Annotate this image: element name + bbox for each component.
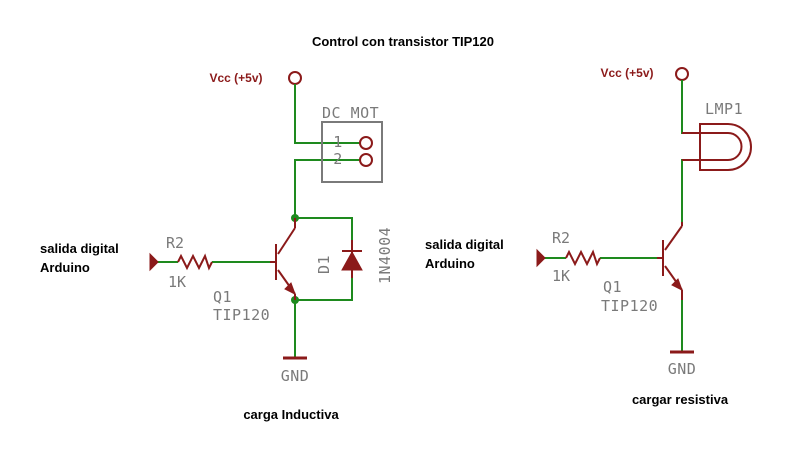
left-resistor-name: R2 [166,234,184,252]
left-ground-label: GND [281,367,310,385]
motor-name-label: DC_MOT [322,104,379,122]
left-input-label-line1: salida digital [40,241,119,256]
left-wire-vcc-to-motor [294,84,360,144]
motor-pin1-terminal [359,136,373,150]
right-input-label-line1: salida digital [425,237,504,252]
right-ground-label: GND [668,360,697,378]
right-circuit: Vcc (+5v) LMP1 salida digital Arduino R2… [425,66,752,407]
right-wire-vcc-to-lamp [681,80,700,134]
motor-pin1-label: 1 [333,133,343,151]
left-circuit: Vcc (+5v) DC_MOT 1 2 D1 1N4004 salida di… [40,71,394,422]
right-input-label-line2: Arduino [425,256,475,271]
right-vcc-label: Vcc (+5v) [600,66,653,80]
right-resistor-symbol [565,249,601,267]
right-input-arrow-icon [536,248,546,268]
right-circuit-caption: cargar resistiva [632,392,729,407]
left-resistor-value: 1K [168,273,186,291]
motor-pin2-label: 2 [333,150,343,168]
right-resistor-name: R2 [552,229,570,247]
left-transistor-name: Q1 [213,288,232,306]
lamp-name-label: LMP1 [705,100,743,118]
left-wire-collector-to-diode [295,217,353,240]
left-transistor-symbol [270,218,296,300]
left-circuit-caption: carga Inductiva [243,407,339,422]
lamp-symbol [682,123,752,171]
motor-pin2-terminal [359,153,373,167]
left-vcc-label: Vcc (+5v) [209,71,262,85]
left-input-arrow-icon [149,252,159,272]
left-transistor-value: TIP120 [213,306,270,324]
diode-value-label: 1N4004 [376,227,394,284]
left-wire-diode-to-emitter [295,278,353,301]
left-wire-motor-to-collector [294,159,360,218]
left-input-label-line2: Arduino [40,260,90,275]
flyback-diode-symbol [341,240,363,278]
right-resistor-value: 1K [552,267,570,285]
diagram-title: Control con transistor TIP120 [312,34,494,49]
left-resistor-symbol [177,253,213,271]
right-transistor-value: TIP120 [601,297,658,315]
left-vcc-terminal [288,71,302,85]
right-transistor-symbol [657,222,683,300]
diode-name-label: D1 [315,255,333,274]
right-vcc-terminal [675,67,689,81]
right-wire-lamp-to-collector [681,159,700,222]
motor-connector-outline [321,121,383,183]
right-transistor-name: Q1 [603,278,622,296]
